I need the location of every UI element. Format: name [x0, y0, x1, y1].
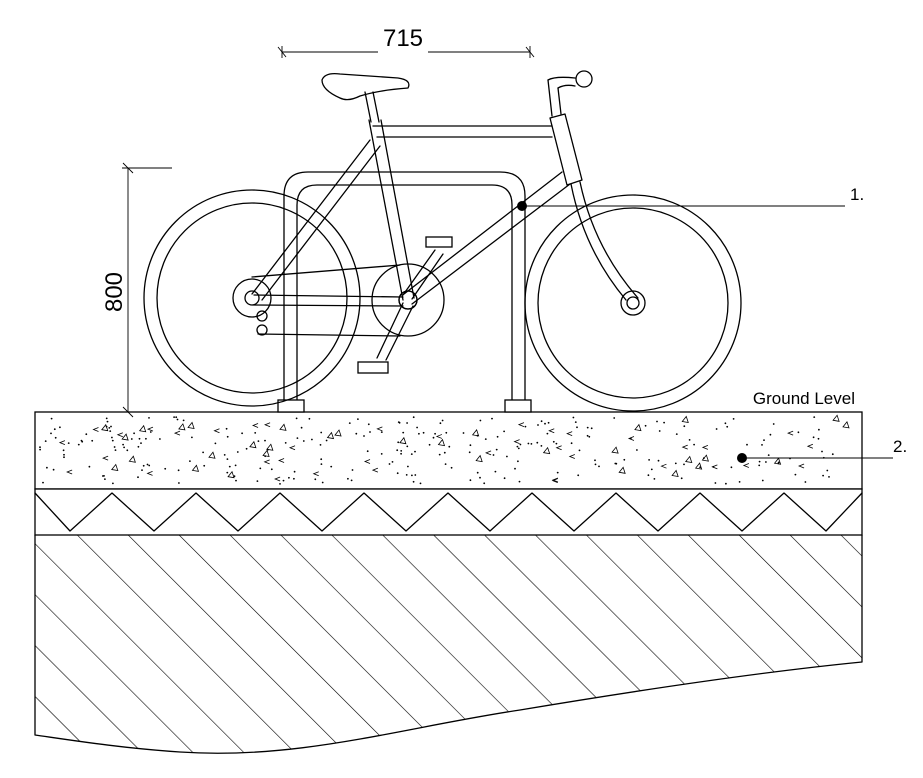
callout-2: 2.	[737, 437, 907, 463]
sub-base-zigzag	[34, 492, 863, 532]
rear-wheel	[143, 189, 361, 407]
width-dimension: 715	[277, 25, 535, 58]
ground-section	[34, 411, 863, 754]
height-dimension: 800	[101, 162, 172, 418]
saddle	[321, 72, 410, 101]
pedal-upper	[425, 236, 453, 248]
height-dimension-label: 800	[101, 272, 128, 312]
bike-frame	[251, 70, 639, 374]
concrete-aggregate-texture	[39, 414, 850, 485]
bicycle	[143, 70, 742, 412]
ground-level-label: Ground Level	[753, 389, 855, 408]
width-dimension-label: 715	[383, 25, 423, 52]
natural-ground	[34, 534, 863, 754]
callout-1-label: 1.	[850, 185, 864, 204]
concrete-slab	[34, 411, 863, 490]
pedal-lower	[357, 361, 389, 374]
stand-foot-left	[277, 399, 305, 413]
callout-1: 1.	[517, 185, 864, 211]
sub-base-layer	[34, 488, 863, 536]
callout-2-label: 2.	[893, 437, 907, 456]
stand-foot-right	[504, 399, 532, 413]
front-wheel	[524, 194, 742, 412]
sheffield-stand	[277, 171, 532, 413]
